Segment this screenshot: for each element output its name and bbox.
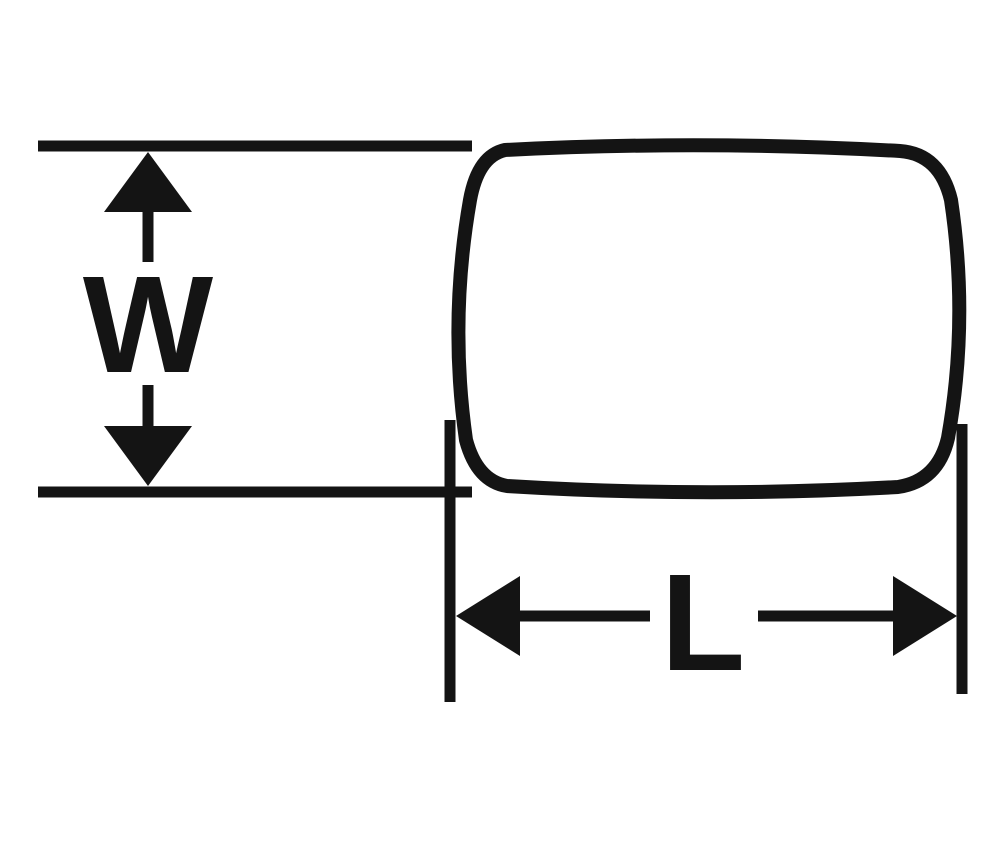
down-arrowhead-icon: [104, 426, 192, 486]
right-arrowhead-icon: [893, 576, 957, 656]
width-label: W: [83, 248, 214, 402]
left-arrowhead-icon: [456, 576, 520, 656]
length-label: L: [661, 546, 745, 700]
up-arrowhead-icon: [104, 152, 192, 212]
label-shape-outline: [451, 138, 967, 500]
